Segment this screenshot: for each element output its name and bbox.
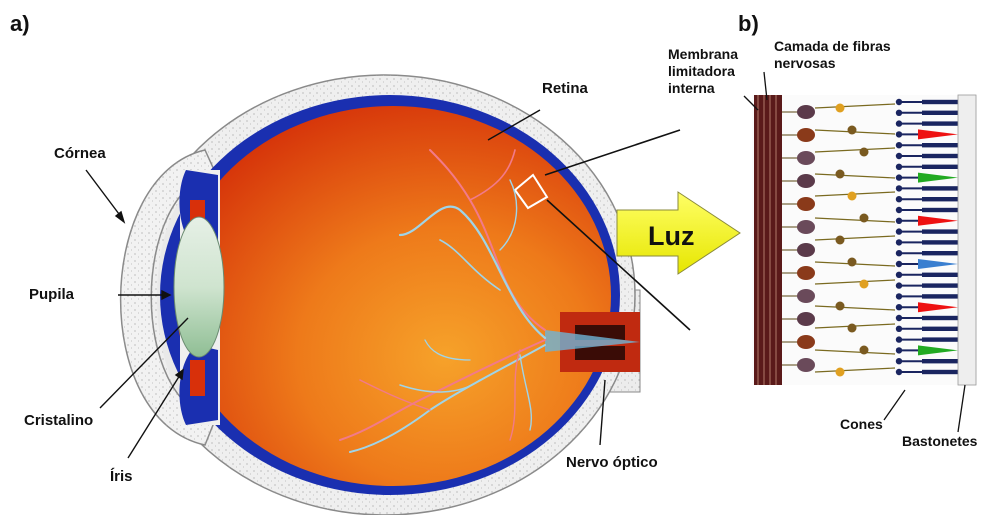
eyeball (121, 75, 640, 515)
bipolar-cell (860, 148, 869, 157)
label-nervo-optico: Nervo óptico (566, 454, 658, 472)
ganglion-cell (797, 243, 815, 257)
label-iris: Íris (110, 468, 133, 486)
label-retina: Retina (542, 80, 588, 98)
ganglion-cell (797, 358, 815, 372)
bipolar-cell (836, 104, 845, 113)
label-membrana-line1: Membrana (668, 46, 738, 62)
ganglion-cell (797, 105, 815, 119)
rod-cell (922, 359, 958, 363)
label-cornea: Córnea (54, 145, 106, 163)
label-cristalino: Cristalino (24, 412, 93, 430)
label-membrana-line2: limitadora (668, 63, 735, 79)
panel-a-label: a) (10, 12, 30, 36)
ganglion-cell (797, 151, 815, 165)
panel-b-label: b) (738, 12, 759, 36)
label-camada-line1: Camada de fibras (774, 38, 891, 54)
bipolar-cell (860, 346, 869, 355)
rod-cell (922, 294, 958, 298)
rod-cell (922, 197, 958, 201)
rod-cell (922, 316, 958, 320)
rod-cell (922, 229, 958, 233)
ganglion-cell (797, 128, 815, 142)
rod-cell (922, 143, 958, 147)
label-cones: Cones (840, 416, 883, 432)
rod-cell (922, 370, 958, 374)
rod-cell (922, 208, 958, 212)
label-membrana-line3: interna (668, 80, 715, 96)
rod-cell (922, 111, 958, 115)
label-pupila: Pupila (29, 286, 74, 304)
ganglion-cell (797, 289, 815, 303)
label-camada-line2: nervosas (774, 55, 835, 71)
rod-cell (922, 337, 958, 341)
rod-cell (922, 100, 958, 104)
rod-cell (922, 283, 958, 287)
rod-cell (922, 186, 958, 190)
rod-cell (922, 251, 958, 255)
light-arrow-label: Luz (648, 221, 695, 252)
bipolar-cell (836, 236, 845, 245)
retina-detail (752, 95, 977, 385)
ganglion-cell (797, 266, 815, 280)
bipolar-cell (848, 324, 857, 333)
bipolar-cell (836, 302, 845, 311)
bipolar-cell (860, 280, 869, 289)
rod-cell (922, 121, 958, 125)
ganglion-cell (797, 174, 815, 188)
ganglion-cell (797, 335, 815, 349)
bipolar-cell (848, 258, 857, 267)
ganglion-cell (797, 197, 815, 211)
bipolar-cell (860, 214, 869, 223)
rod-cell (922, 327, 958, 331)
label-bastonetes: Bastonetes (902, 433, 977, 449)
rod-cell (922, 165, 958, 169)
bipolar-cell (836, 368, 845, 377)
bipolar-cell (848, 192, 857, 201)
bipolar-cell (836, 170, 845, 179)
rod-cell (922, 154, 958, 158)
ganglion-cell (797, 220, 815, 234)
bipolar-cell (848, 126, 857, 135)
ganglion-cell (797, 312, 815, 326)
rod-cell (922, 240, 958, 244)
rod-cell (922, 273, 958, 277)
